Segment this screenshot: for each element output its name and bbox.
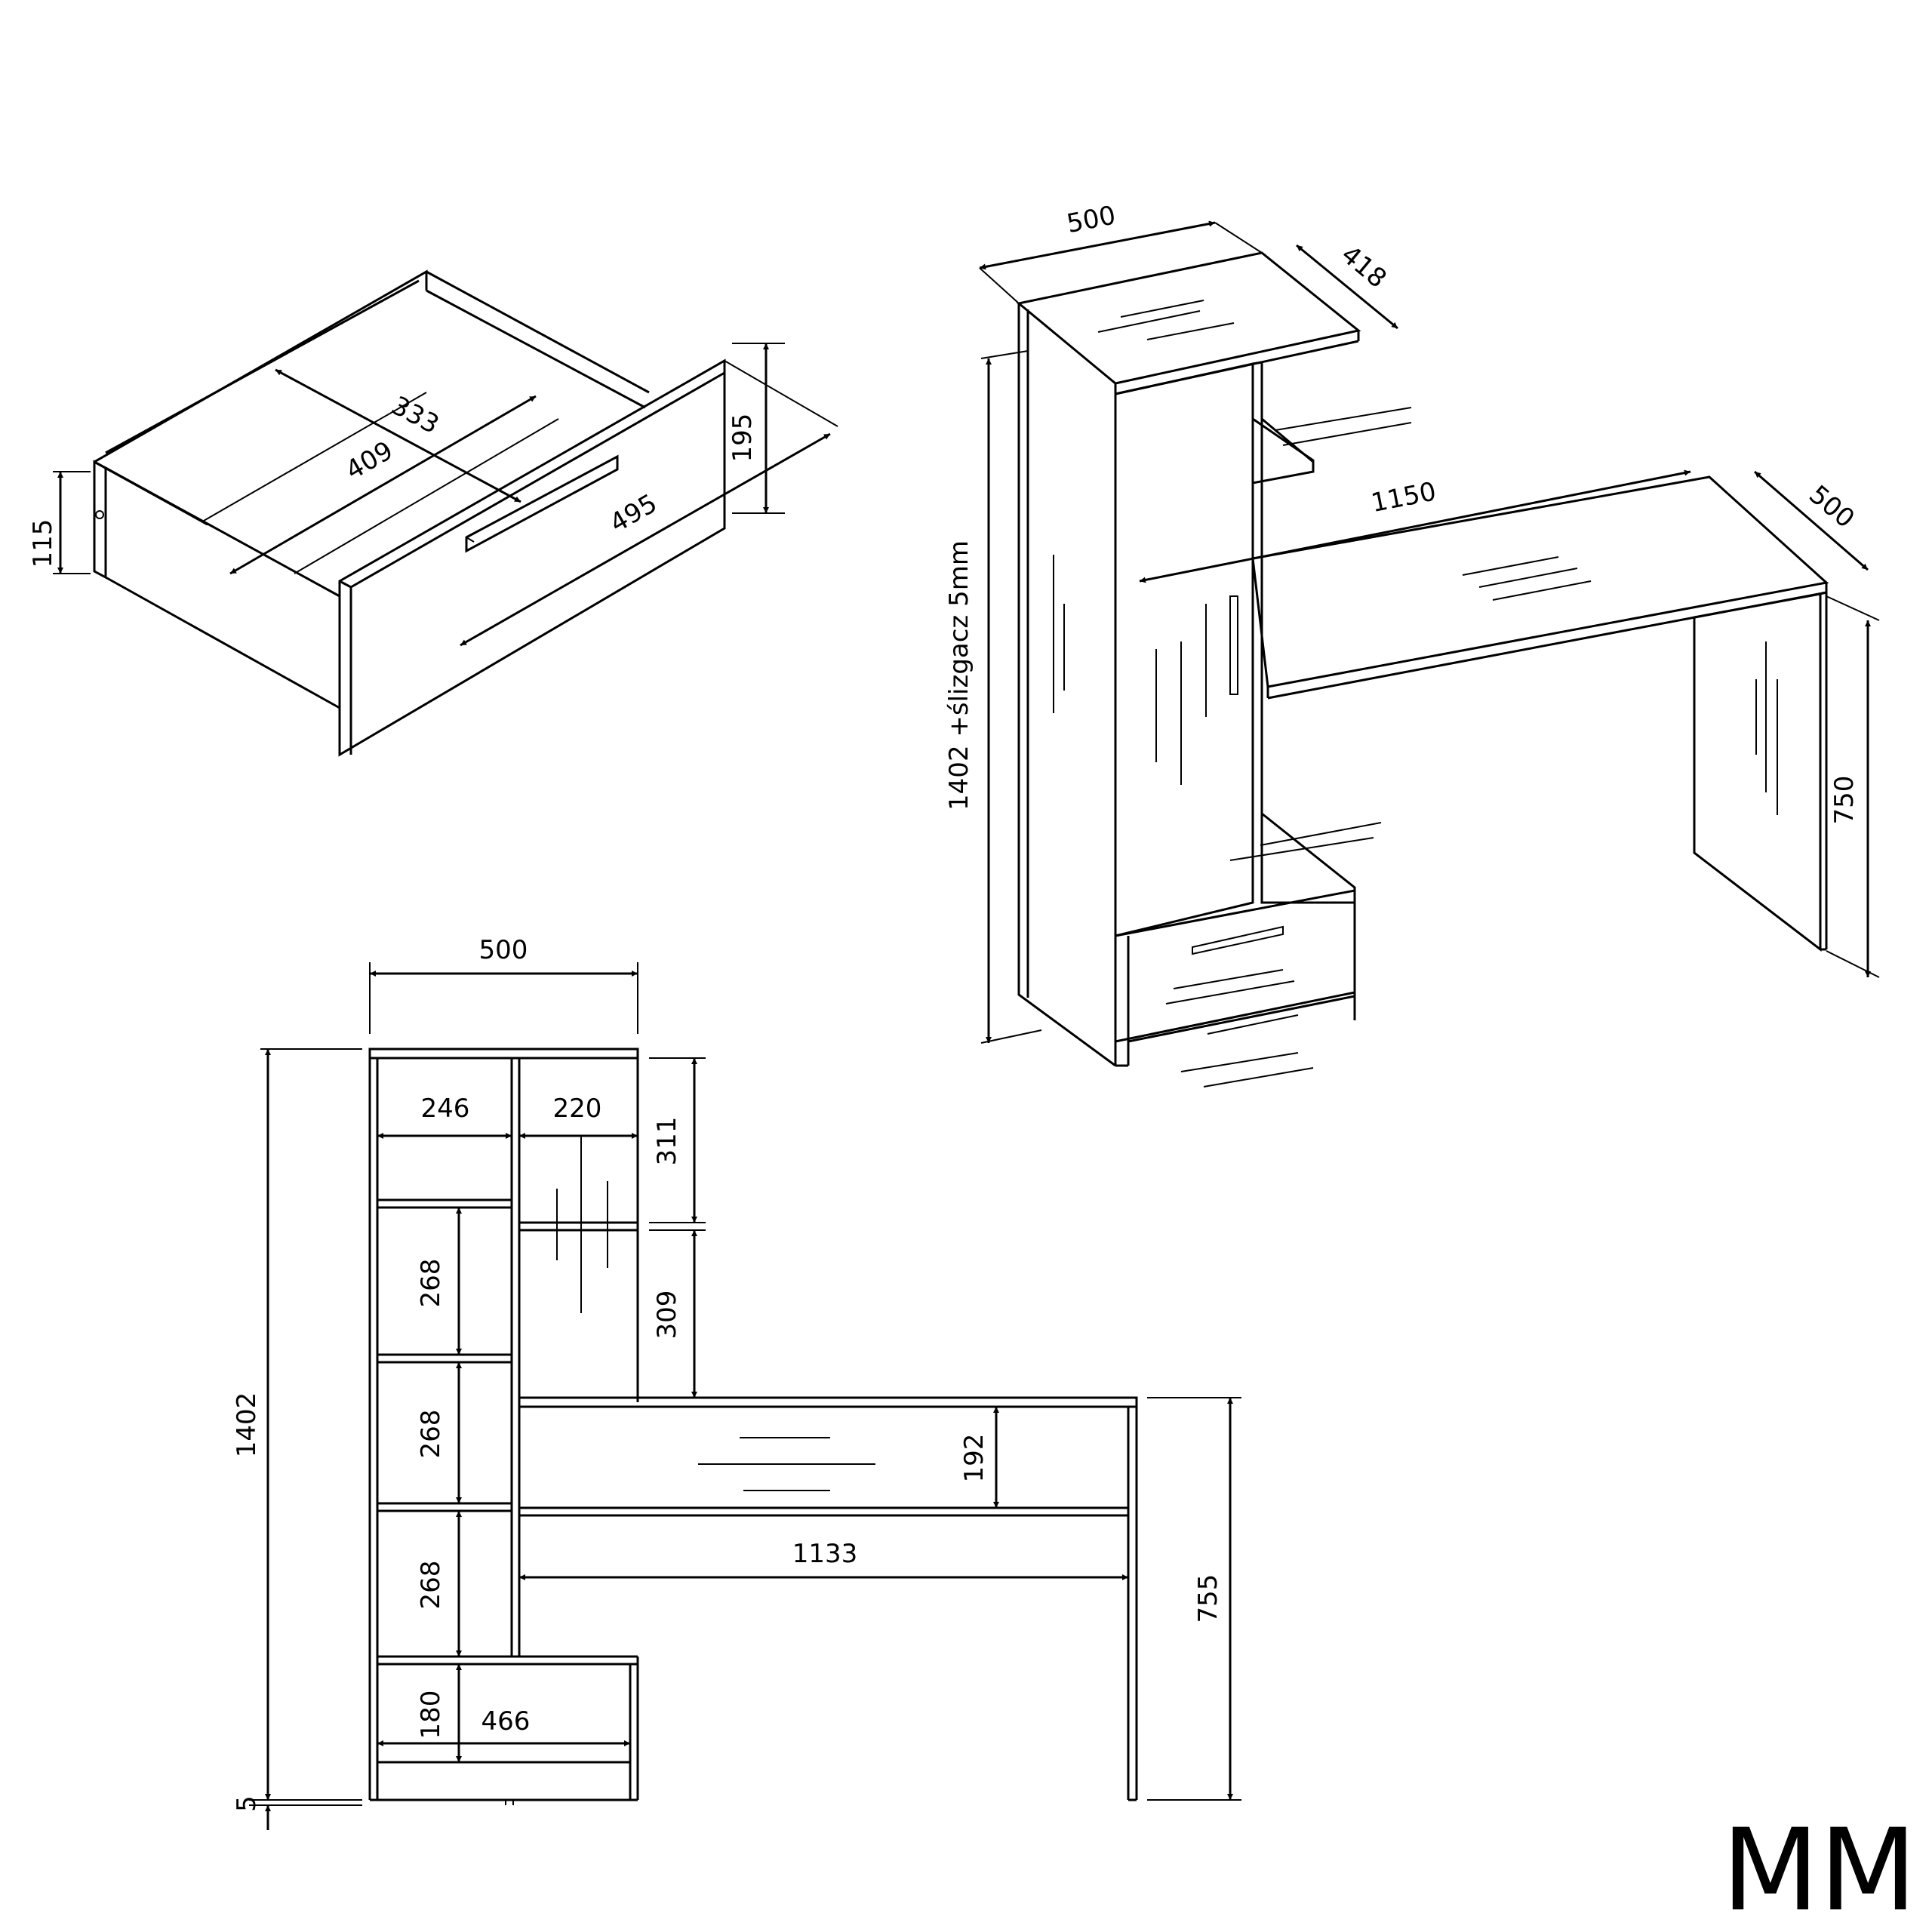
isometric-view: 500 418 1150 500 1402 +ślizgacz 5mm 750 (944, 200, 1880, 1088)
front-shelf-1-label: 268 (416, 1259, 446, 1308)
front-right-inner-label: 220 (553, 1094, 602, 1124)
front-total-height-label: 1402 (232, 1392, 262, 1458)
front-outline (368, 1048, 1138, 1805)
front-view: 500 246 220 311 309 268 268 268 180 466 … (232, 935, 1241, 1830)
front-shelf-3-label: 268 (416, 1561, 446, 1610)
drawer-height-label: 115 (28, 519, 58, 568)
iso-top-width-label: 500 (1064, 200, 1118, 239)
drawer-front-width-label: 495 (605, 488, 662, 539)
front-middle-shelf-label: 309 (652, 1291, 682, 1340)
front-dimensions (249, 962, 1241, 1830)
isometric-dimensions (979, 220, 1880, 1044)
drawer-inner-width-label: 333 (386, 390, 444, 440)
iso-desk-length-label: 1150 (1369, 476, 1439, 518)
isometric-outline (1016, 251, 1829, 1088)
drawer-dimensions (53, 343, 838, 647)
drawer-front-height-label: 195 (728, 414, 758, 463)
drawer-inner-depth-label: 409 (340, 435, 398, 486)
front-drawer-width-label: 466 (481, 1706, 531, 1737)
front-glide-label: 5 (232, 1795, 262, 1812)
iso-height-label: 1402 +ślizgacz 5mm (944, 540, 974, 811)
brand-mark: MM (1721, 1805, 1917, 1932)
front-desk-inner-label: 1133 (792, 1539, 858, 1569)
front-desk-height-label: 755 (1193, 1574, 1223, 1623)
front-drawer-height-label: 180 (416, 1690, 446, 1740)
front-shelf-2-label: 268 (416, 1410, 446, 1459)
iso-desk-depth-label: 500 (1803, 479, 1860, 534)
drawer-view: 115 195 333 409 495 (28, 269, 838, 757)
front-left-inner-label: 246 (421, 1094, 470, 1124)
front-upper-shelf-label: 311 (652, 1117, 682, 1166)
front-width-label: 500 (479, 935, 528, 965)
iso-top-depth-label: 418 (1335, 239, 1392, 294)
front-desk-panel-label: 192 (959, 1434, 989, 1483)
iso-desk-height-label: 750 (1829, 776, 1860, 825)
